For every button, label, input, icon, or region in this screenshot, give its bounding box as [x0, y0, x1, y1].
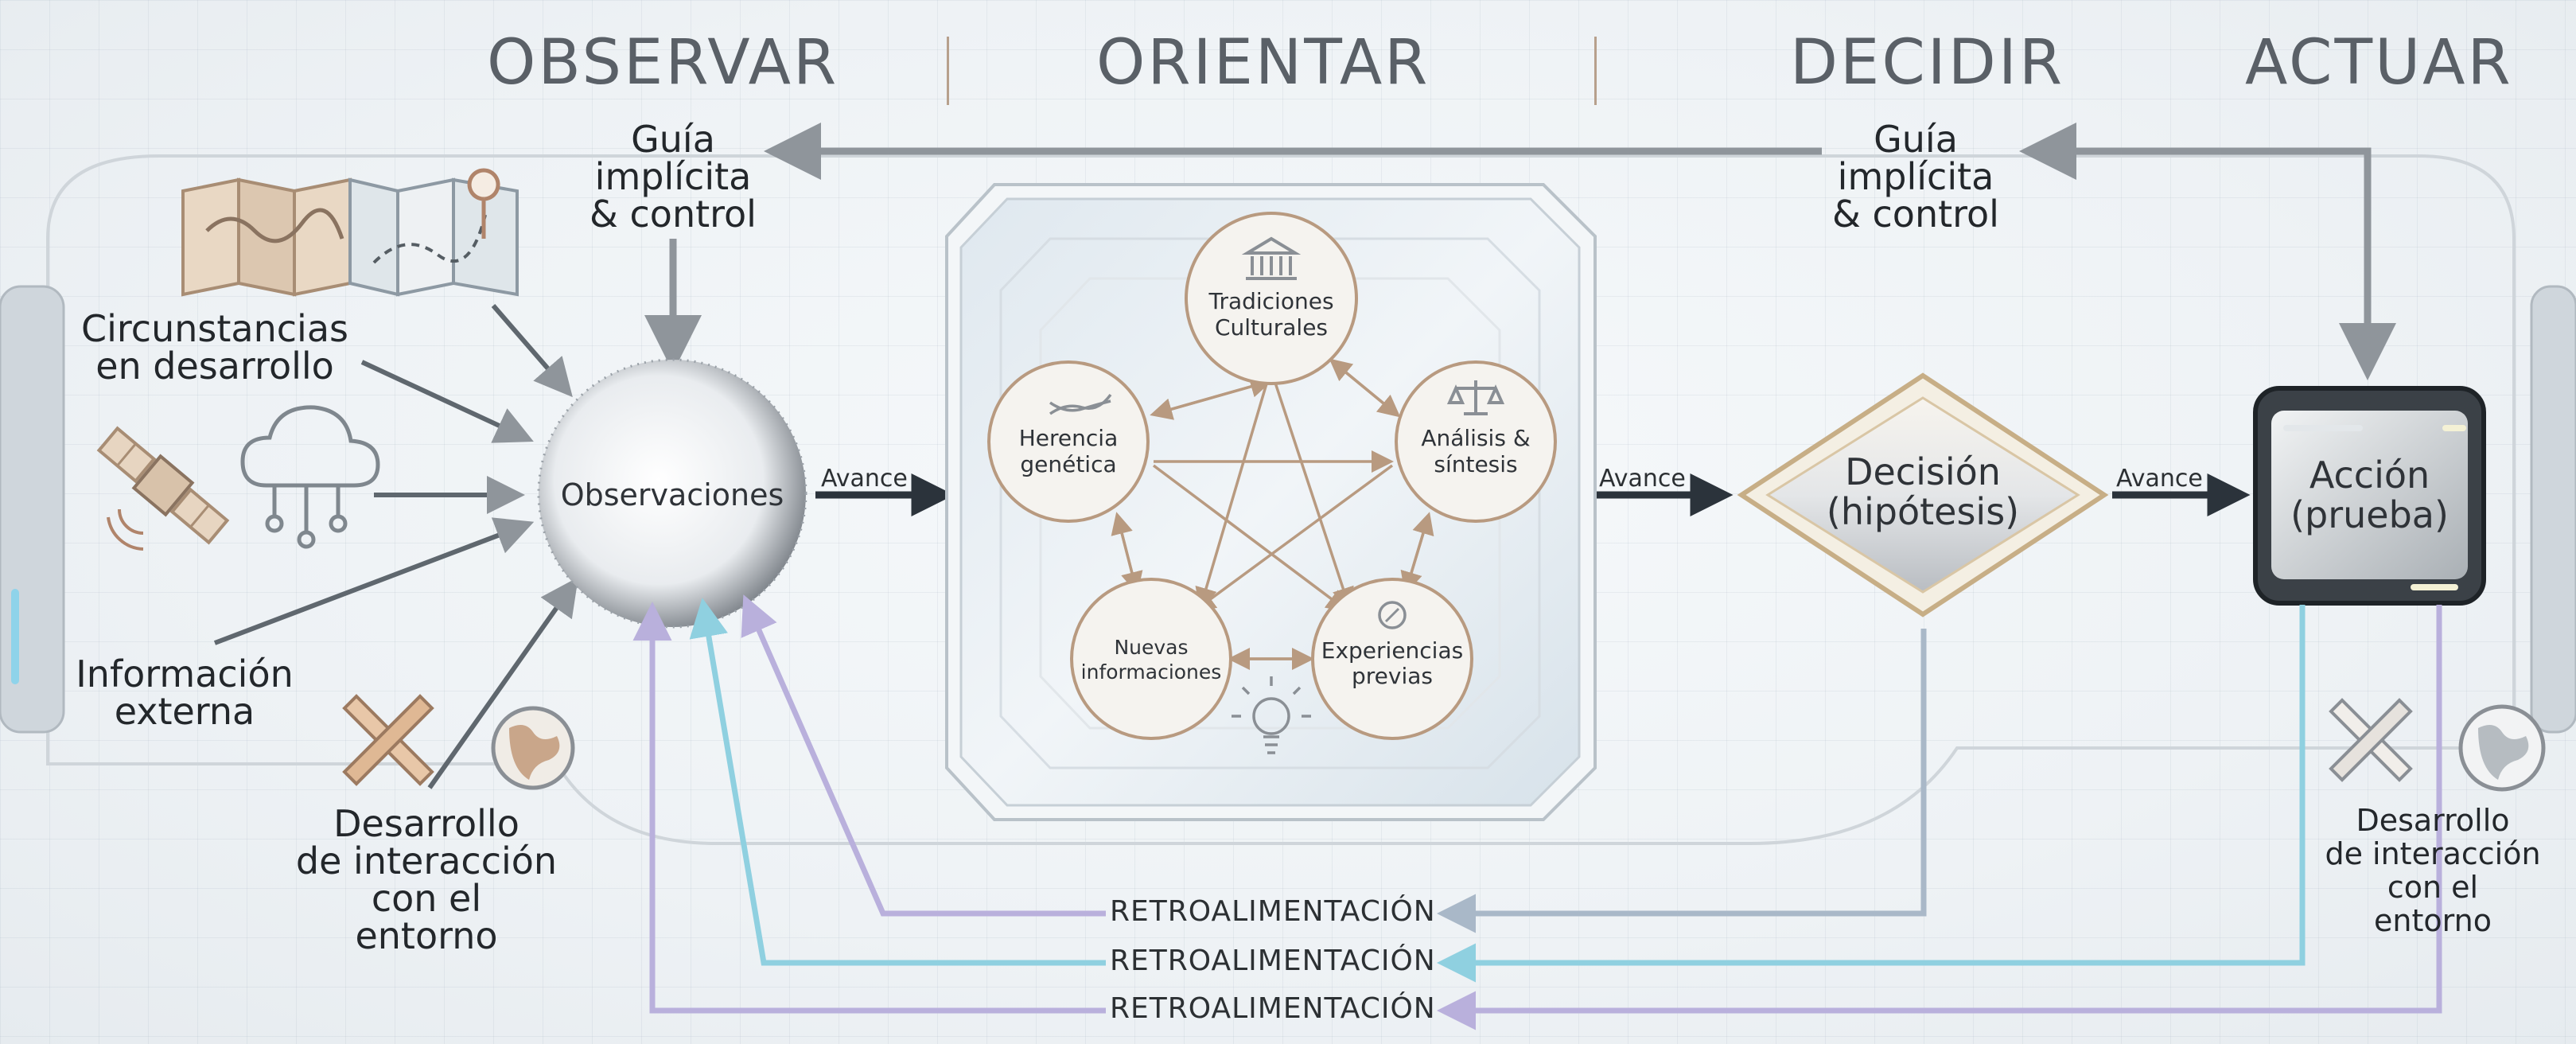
- advance-label-1: Avance: [821, 465, 908, 493]
- feedback-line-3-left: [632, 602, 1106, 1014]
- decision-diamond: [1737, 372, 2109, 617]
- arrow-interaction-to-observations: [427, 577, 578, 789]
- advance-label-3: Avance: [2116, 465, 2203, 493]
- node-experience: [1311, 578, 1473, 740]
- globe-icon: [491, 706, 575, 790]
- phase-orient: ORIENTAR: [1096, 27, 1430, 99]
- temple-icon: [1241, 236, 1302, 280]
- dna-icon: [1049, 393, 1112, 415]
- feedback-line-2-left: [689, 598, 1106, 966]
- phase-act: ACTUAR: [2245, 27, 2513, 99]
- feedback-line-1: [1437, 629, 1927, 933]
- arrow-external-to-observations: [213, 517, 535, 645]
- compass-icon: [1378, 601, 1407, 629]
- phase-separator-2: [1594, 37, 1597, 105]
- map-icon: [181, 168, 519, 297]
- feedback-label-3: RETROALIMENTACIÓN: [1110, 992, 1436, 1025]
- feedback-line-3: [1437, 605, 2442, 1030]
- satellite-signal-icon: [107, 508, 144, 551]
- action-device: [2253, 386, 2486, 606]
- guidance-right-arrow: [2035, 147, 2396, 380]
- left-side-light: [11, 589, 19, 684]
- phase-observe: OBSERVAR: [487, 27, 839, 99]
- feedback-line-2: [1437, 605, 2306, 983]
- observations-label: Observaciones: [560, 477, 784, 512]
- feedback-label-2: RETROALIMENTACIÓN: [1110, 945, 1436, 977]
- arrow-circumstances-to-observations: [360, 360, 534, 443]
- feedback-line-1-left: [741, 594, 1106, 917]
- outer-track: [46, 154, 2516, 845]
- globe-icon-right: [2458, 704, 2546, 792]
- feedback-label-1: RETROALIMENTACIÓN: [1110, 895, 1436, 928]
- decision-label: Decisión(hipótesis): [1826, 450, 2020, 533]
- arrow-map-to-observations: [491, 304, 573, 398]
- satellite-icon: [96, 426, 230, 545]
- handshake-icon-right: [2329, 698, 2413, 782]
- scales-icon: [1446, 380, 1505, 415]
- analysis-label: Análisis &síntesis: [1421, 425, 1531, 477]
- phase-decide: DECIDIR: [1790, 27, 2065, 99]
- phase-separator-1: [947, 37, 949, 105]
- advance-label-2: Avance: [1599, 465, 1686, 493]
- action-label: Acción(prueba): [2290, 454, 2449, 536]
- cloud-network-icon: [240, 405, 380, 549]
- observations-sphere-edge: [537, 358, 807, 629]
- orient-connections: [1111, 358, 1434, 670]
- right-side-panel: [2530, 285, 2576, 734]
- node-new-info: [1070, 578, 1232, 740]
- handshake-icon: [342, 694, 434, 786]
- observations-sphere: [539, 360, 806, 627]
- node-analysis: [1395, 360, 1557, 523]
- lightbulb-icon: [1232, 676, 1311, 754]
- node-traditions: [1185, 212, 1358, 385]
